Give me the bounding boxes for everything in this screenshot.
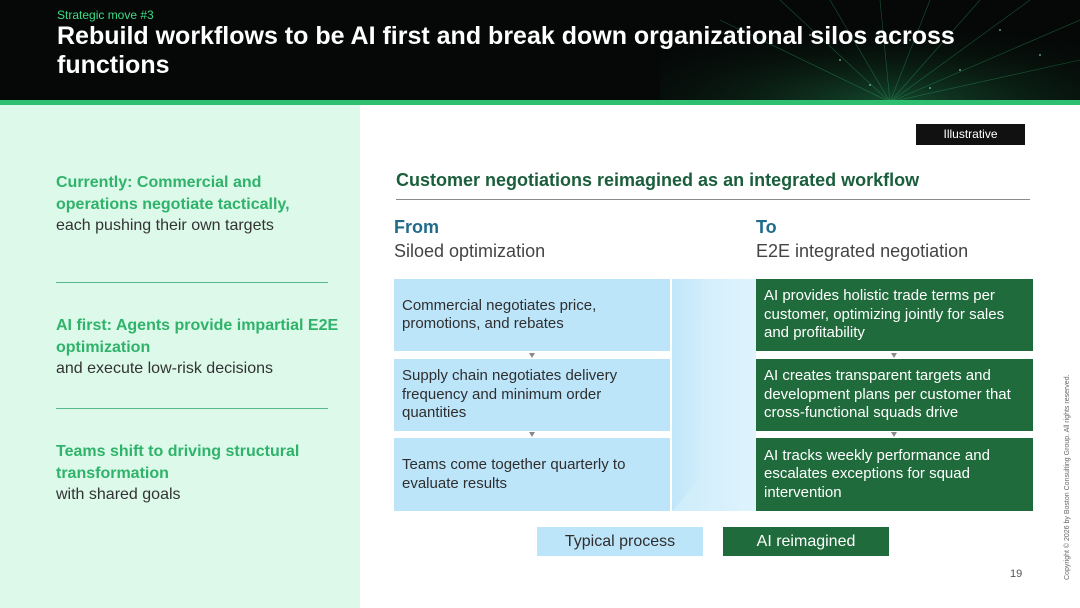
down-arrow-icon (891, 432, 897, 437)
to-step-box: AI creates transparent targets and devel… (756, 359, 1033, 431)
from-step-box: Commercial negotiates price, promotions,… (394, 279, 670, 351)
from-step-box: Teams come together quarterly to evaluat… (394, 438, 670, 511)
to-step-text: AI provides holistic trade terms per cus… (764, 287, 1005, 342)
header-accent-bar (0, 100, 1080, 105)
from-subheading: Siloed optimization (394, 241, 546, 261)
legend-typical-process: Typical process (537, 527, 703, 556)
to-step-text: AI tracks weekly performance and escalat… (764, 446, 990, 501)
legend-ai-reimagined: AI reimagined (723, 527, 889, 556)
from-step-text: Commercial negotiates price, promotions,… (402, 296, 597, 333)
transition-funnel (672, 279, 756, 511)
divider (56, 408, 328, 409)
key-point-lead: AI first: Agents provide impartial E2E o… (56, 317, 339, 356)
section-title: Customer negotiations reimagined as an i… (396, 170, 920, 190)
to-step-box: AI provides holistic trade terms per cus… (756, 279, 1033, 351)
down-arrow-icon (529, 353, 535, 358)
from-heading: From (394, 217, 439, 237)
to-heading: To (756, 217, 777, 237)
header-decoration (660, 0, 1080, 102)
page-number: 19 (1010, 568, 1023, 580)
slide-title: Rebuild workflows to be AI first and bre… (57, 22, 955, 79)
key-point-ai-first: AI first: Agents provide impartial E2E o… (56, 315, 346, 380)
from-step-text: Supply chain negotiates delivery frequen… (402, 367, 618, 422)
key-point-teams: Teams shift to driving structural transf… (56, 441, 346, 506)
copyright-notice: Copyright © 2026 by Boston Consulting Gr… (1064, 374, 1071, 580)
from-step-text: Teams come together quarterly to evaluat… (402, 456, 626, 492)
to-step-text: AI creates transparent targets and devel… (764, 367, 1011, 422)
illustrative-badge: Illustrative (916, 124, 1025, 145)
to-step-box: AI tracks weekly performance and escalat… (756, 438, 1033, 511)
key-point-text: each pushing their own targets (56, 217, 274, 234)
key-point-text: with shared goals (56, 486, 181, 503)
key-point-lead: Teams shift to driving structural transf… (56, 443, 300, 482)
left-panel (0, 105, 360, 608)
slide-kicker: Strategic move #3 (57, 8, 154, 22)
slide-header: Strategic move #3 Rebuild workflows to b… (0, 0, 1080, 102)
to-subheading: E2E integrated negotiation (756, 241, 969, 261)
key-point-current: Currently: Commercial and operations neg… (56, 172, 346, 237)
down-arrow-icon (891, 353, 897, 358)
key-point-lead: Currently: Commercial and operations neg… (56, 174, 290, 213)
divider (56, 282, 328, 283)
key-point-text: and execute low-risk decisions (56, 360, 273, 377)
down-arrow-icon (529, 432, 535, 437)
from-step-box: Supply chain negotiates delivery frequen… (394, 359, 670, 431)
section-rule (396, 199, 1030, 200)
